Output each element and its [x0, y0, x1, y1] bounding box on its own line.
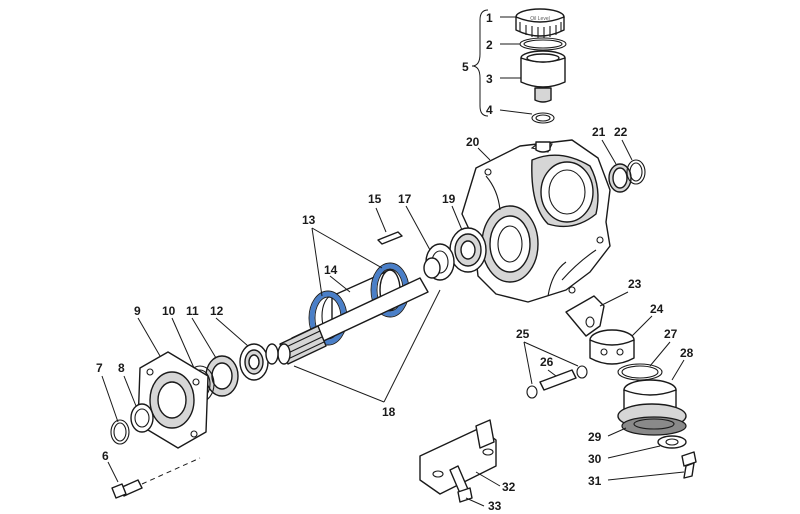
gearbox-housing-part-20 [461, 139, 611, 303]
ring-part-25-a [526, 385, 538, 399]
label-13: 13 [302, 213, 316, 227]
label-2: 2 [486, 38, 493, 52]
label-29: 29 [588, 430, 602, 444]
bearing-part-11 [205, 355, 239, 397]
mounting-bracket-part-32 [419, 419, 497, 495]
pin-part-26 [539, 369, 577, 391]
ring-part-27 [617, 363, 663, 381]
label-14: 14 [324, 263, 338, 277]
bearing-part-19 [449, 227, 487, 273]
bearing-part-12 [239, 343, 279, 381]
key-part-15 [377, 231, 403, 245]
label-30: 30 [588, 452, 602, 466]
input-shaft [277, 277, 429, 365]
label-15: 15 [368, 192, 382, 206]
snap-ring-part-2 [519, 37, 567, 51]
bracket-part-23 [565, 295, 605, 337]
oil-filler-cap-part-1: Oil Level [515, 8, 565, 38]
label-23: 23 [628, 277, 642, 291]
label-19: 19 [442, 192, 456, 206]
collar-part-17 [423, 243, 455, 281]
label-22: 22 [614, 125, 628, 139]
label-24: 24 [650, 302, 664, 316]
label-27: 27 [664, 327, 678, 341]
bearing-part-21 [608, 163, 632, 193]
label-33: 33 [488, 499, 502, 513]
washer-part-4 [531, 112, 555, 124]
label-6: 6 [102, 449, 109, 463]
washer-part-30 [657, 435, 687, 449]
cap-marking: Oil Level [530, 16, 549, 22]
label-20: 20 [466, 135, 480, 149]
label-28: 28 [680, 346, 694, 360]
label-31: 31 [588, 474, 602, 488]
label-10: 10 [162, 304, 176, 318]
bolt-part-33 [449, 465, 473, 503]
ring-part-25-b [576, 365, 588, 379]
plate-part-29 [621, 416, 687, 436]
label-25: 25 [516, 327, 530, 341]
label-21: 21 [592, 125, 606, 139]
part-labels: 1 2 3 4 5 20 21 22 19 17 15 13 14 9 10 1… [96, 11, 694, 513]
breather-body-part-3 [520, 50, 566, 103]
label-5: 5 [462, 60, 469, 74]
bolt-part-6 [111, 457, 201, 499]
label-9: 9 [134, 304, 141, 318]
label-18: 18 [382, 405, 396, 419]
label-12: 12 [210, 304, 224, 318]
label-17: 17 [398, 192, 412, 206]
cylinder-part-24 [589, 329, 635, 365]
leader-lines [101, 9, 685, 507]
label-11: 11 [186, 304, 199, 318]
oil-seal-part-8 [130, 403, 154, 433]
label-7: 7 [96, 361, 103, 375]
label-8: 8 [118, 361, 125, 375]
label-4: 4 [486, 103, 493, 117]
label-1: 1 [486, 11, 493, 25]
label-32: 32 [502, 480, 516, 494]
circlip-part-22 [626, 159, 646, 185]
label-26: 26 [540, 355, 554, 369]
label-3: 3 [486, 72, 493, 86]
flange-cover-part-9 [137, 351, 209, 449]
bolt-part-31 [681, 451, 697, 479]
circlip-part-7 [110, 419, 130, 445]
